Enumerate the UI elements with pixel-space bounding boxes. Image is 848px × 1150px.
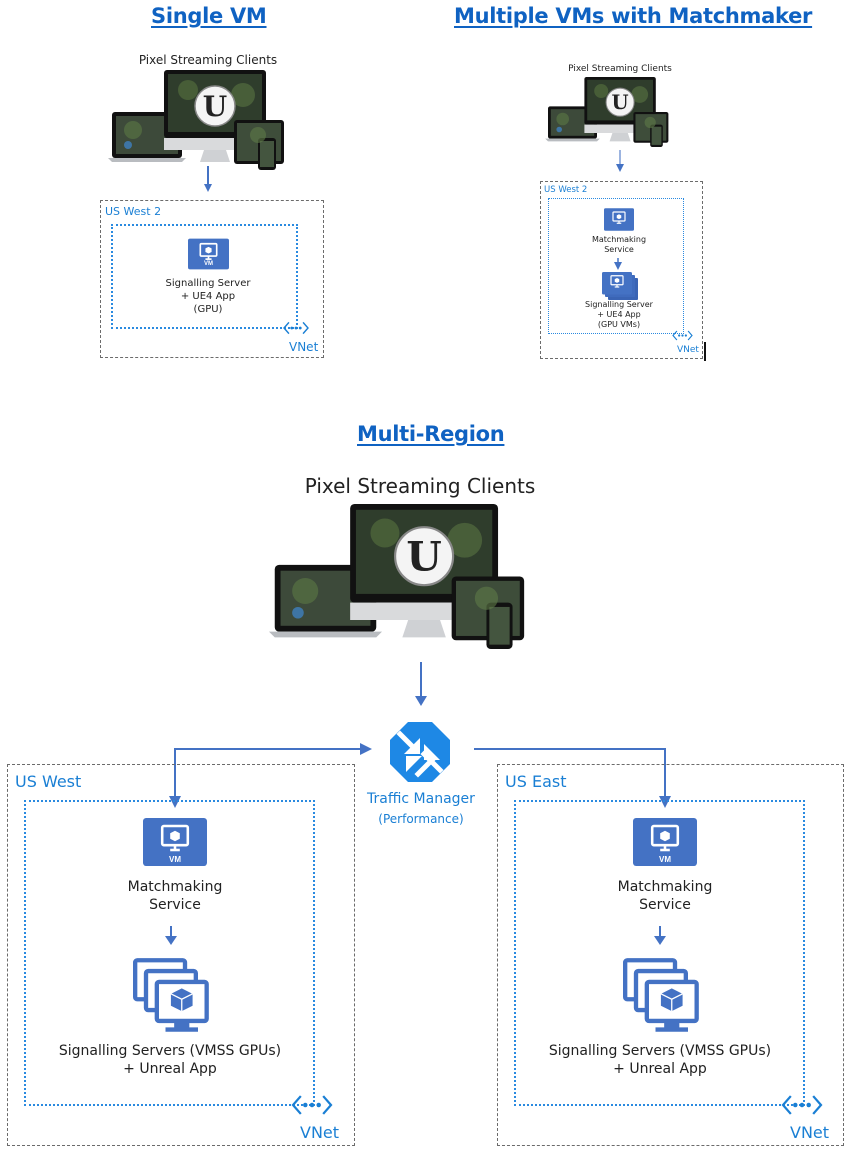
single-vm-down-arrow [204, 166, 212, 192]
us-west-server-line-1: Signalling Servers (VMSS GPUs) [58, 1043, 282, 1059]
us-east-vmss-icon [623, 958, 701, 1034]
multi-vm-matchmaker-line-1: Matchmaking [591, 235, 647, 244]
traffic-manager-to-west-arrowhead [169, 796, 181, 808]
single-vm-clients-label: Pixel Streaming Clients [138, 53, 278, 67]
multi-vm-inner-arrow [614, 258, 622, 270]
multi-vm-server-line-1: Signalling Server [585, 300, 653, 309]
single-vm-server-line-1: Signalling Server [165, 278, 251, 289]
us-west-region-label: US West [15, 772, 82, 791]
single-vm-vm-badge: VM [204, 261, 213, 267]
us-east-vnet-icon [781, 1094, 823, 1116]
us-west-server-line-2: + Unreal App [123, 1061, 217, 1078]
multi-vm-matchmaker-line-2: Service [604, 245, 634, 255]
east-connector-line [474, 748, 666, 800]
us-west-matchmaker-line-1: Matchmaking [127, 879, 223, 895]
multi-vm-server-line-2: + UE4 App [597, 310, 641, 319]
traffic-manager-icon[interactable] [390, 722, 450, 782]
traffic-manager-mode: (Performance) [378, 812, 464, 826]
multi-vm-server-stack-icon [601, 271, 638, 300]
us-west-vmss-icon [133, 958, 211, 1034]
us-east-server-line-1: Signalling Servers (VMSS GPUs) [548, 1043, 772, 1059]
single-vm-server-line-3: (GPU) [193, 304, 223, 315]
text-cursor [704, 342, 706, 361]
single-vm-title: Single VM [151, 4, 267, 28]
us-west-vnet-label: VNet [300, 1123, 340, 1142]
multi-vm-down-arrow [616, 150, 624, 172]
us-east-region-label: US East [505, 772, 567, 791]
us-west-matchmaker-label: Matchmaking Service [95, 878, 255, 914]
us-west-vnet-box [24, 800, 315, 1106]
us-west-region-box [7, 764, 355, 1146]
single-vm-server-label: Signalling Server + UE4 App (GPU) [138, 277, 278, 316]
us-west-inner-arrow [165, 926, 177, 945]
us-east-inner-arrow [654, 926, 666, 945]
multi-vm-title: Multiple VMs with Matchmaker [454, 4, 813, 28]
traffic-manager-label: Traffic Manager [367, 791, 475, 807]
single-vm-region-box [100, 200, 324, 358]
multi-vm-region-label: US West 2 [544, 185, 588, 195]
single-vm-server-line-2: + UE4 App [180, 291, 236, 302]
multi-vm-matchmaker-label: Matchmaking Service [569, 235, 669, 256]
us-east-vnet-box [514, 800, 805, 1106]
multi-region-title: Multi-Region [357, 422, 505, 446]
us-east-server-label: Signalling Servers (VMSS GPUs) + Unreal … [530, 1042, 790, 1078]
west-to-traffic-manager-arrowhead [360, 743, 372, 755]
single-vm-region-label: US West 2 [105, 205, 162, 218]
clients-to-traffic-manager-arrow [415, 662, 427, 706]
multi-vm-region-box [540, 181, 703, 359]
us-east-vm-badge: VM [659, 855, 671, 864]
traffic-manager-to-east-arrowhead [659, 796, 671, 808]
multi-region-clients-label: Pixel Streaming Clients [304, 474, 536, 498]
multi-vm-server-label: Signalling Server + UE4 App (GPU VMs) [569, 300, 669, 330]
us-west-vnet-icon [291, 1094, 333, 1116]
single-vm-vnet-box [111, 224, 298, 329]
us-east-matchmaker-line-1: Matchmaking [617, 879, 713, 895]
west-connector-line [174, 748, 360, 806]
us-east-matchmaker-label: Matchmaking Service [585, 878, 745, 914]
multi-vm-server-line-3: (GPU VMs) [597, 320, 641, 329]
us-west-matchmaker-line-2: Service [149, 897, 201, 914]
us-east-region-box [497, 764, 844, 1146]
us-east-vnet-label: VNet [790, 1123, 830, 1142]
us-east-matchmaker-line-2: Service [639, 897, 691, 914]
multi-vm-vnet-label: VNet [677, 345, 699, 355]
single-vm-vnet-label: VNet [289, 340, 319, 354]
us-west-vm-badge: VM [169, 855, 181, 864]
multi-vm-vnet-box [548, 198, 684, 334]
us-west-server-label: Signalling Servers (VMSS GPUs) + Unreal … [40, 1042, 300, 1078]
multi-vm-clients-label: Pixel Streaming Clients [568, 64, 672, 74]
us-east-server-line-2: + Unreal App [613, 1061, 707, 1078]
